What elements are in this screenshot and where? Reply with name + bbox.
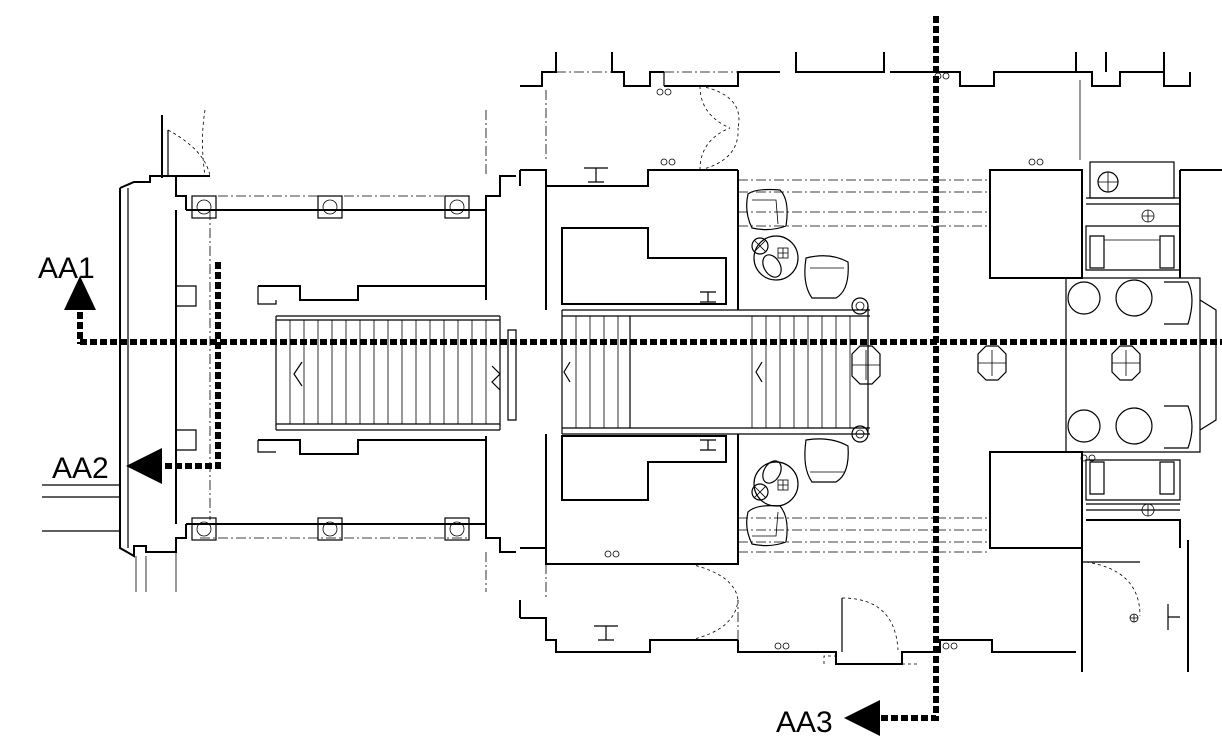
section-marker-aa3: AA3 [776, 700, 880, 739]
section-cut-lines [77, 16, 1222, 721]
center-building-walls [519, 52, 1191, 665]
left-staircase [257, 285, 517, 455]
section-label-aa1: AA1 [38, 252, 95, 285]
light-fixtures [977, 345, 1141, 381]
left-door [150, 109, 211, 177]
furniture-center [746, 188, 849, 547]
section-label-aa2: AA2 [52, 452, 109, 485]
center-staircase [561, 297, 881, 443]
outlets [604, 72, 1096, 650]
section-marker-aa1: AA1 [38, 252, 96, 310]
center-doors [663, 72, 918, 665]
arrow-up-icon [64, 276, 96, 310]
right-building [989, 161, 1222, 672]
center-rooms [561, 167, 727, 641]
arrow-left-icon [126, 448, 162, 484]
arrow-left-icon [844, 700, 880, 736]
section-marker-aa2: AA2 [52, 448, 162, 485]
section-label-aa3: AA3 [776, 706, 833, 739]
columns-left [191, 195, 470, 541]
